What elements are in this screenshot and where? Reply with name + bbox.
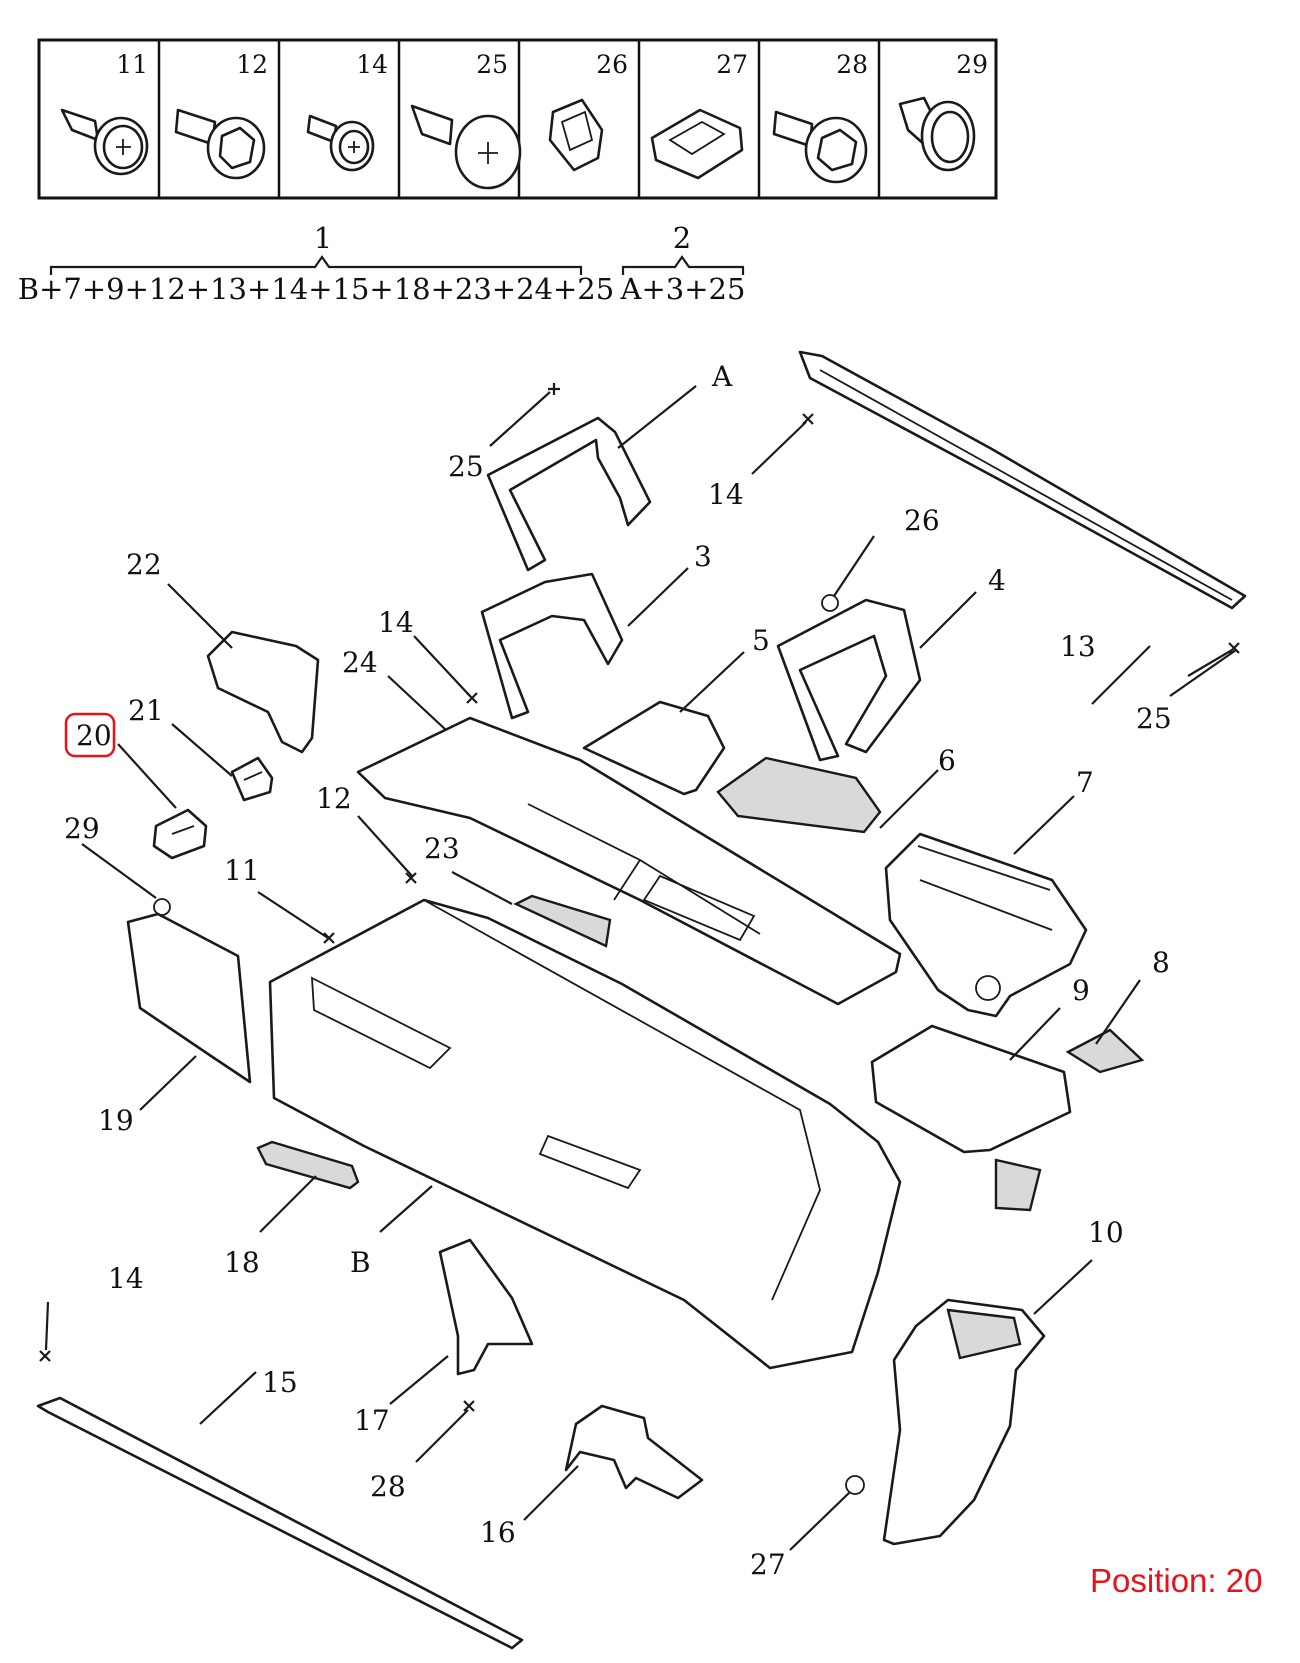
cell-number-25: 25 bbox=[476, 50, 508, 79]
callout-22: 22 bbox=[126, 548, 162, 581]
callout-6: 6 bbox=[938, 744, 956, 777]
callout-23: 23 bbox=[424, 832, 460, 865]
position-label: Position: 20 bbox=[1090, 1562, 1262, 1599]
callout-14: 14 bbox=[378, 606, 414, 639]
callout-12: 12 bbox=[316, 782, 352, 815]
kit-2: 2 A+3+25 bbox=[620, 221, 746, 306]
part-16-mount bbox=[564, 1404, 704, 1500]
callout-29: 29 bbox=[64, 812, 100, 845]
callout-9: 9 bbox=[1072, 974, 1090, 1007]
part-24-console-trim bbox=[356, 716, 902, 1006]
callout-5: 5 bbox=[752, 624, 770, 657]
cell-number-12: 12 bbox=[236, 50, 268, 79]
spring-clip-icon bbox=[650, 108, 744, 180]
part-18-insert bbox=[256, 1140, 360, 1190]
callout-25: 25 bbox=[448, 450, 484, 483]
leader-lines bbox=[44, 385, 1237, 1551]
part-21-switch bbox=[230, 756, 274, 802]
screw-icon bbox=[60, 108, 149, 176]
part-7-cupholder bbox=[884, 832, 1088, 1018]
part-10-rear-panel bbox=[882, 1298, 1046, 1546]
part-17-bracket bbox=[438, 1238, 534, 1376]
part-20-switch bbox=[152, 808, 208, 860]
part-5-lid bbox=[582, 700, 726, 796]
cell-number-26: 26 bbox=[596, 50, 628, 79]
callout-20: 20 bbox=[76, 719, 112, 752]
cell-number-27: 27 bbox=[716, 50, 748, 79]
kit-1: 1 B+7+9+12+13+14+15+18+23+24+25 bbox=[18, 221, 614, 306]
push-rivet-icon bbox=[898, 96, 976, 172]
fastener-table: 11 12 14 25 26 27 28 29 bbox=[37, 38, 998, 200]
small-screw-icon bbox=[306, 114, 375, 172]
part-4-cover bbox=[776, 598, 922, 762]
tapping-screw-icon bbox=[410, 104, 522, 190]
callout-19: 19 bbox=[98, 1104, 134, 1137]
cell-number-29: 29 bbox=[956, 50, 988, 79]
callout-7: 7 bbox=[1076, 766, 1094, 799]
callout-25: 25 bbox=[1136, 702, 1172, 735]
part-A-frame bbox=[486, 416, 652, 572]
callout-24: 24 bbox=[342, 646, 378, 679]
flange-bolt-icon bbox=[772, 110, 868, 184]
cell-number-14: 14 bbox=[356, 50, 388, 79]
callout-4: 4 bbox=[988, 564, 1006, 597]
cell-number-11: 11 bbox=[116, 50, 148, 79]
part-13-trim bbox=[798, 350, 1247, 610]
callout-B: B bbox=[350, 1246, 371, 1279]
kit-contents: B+7+9+12+13+14+15+18+23+24+25 bbox=[18, 272, 614, 306]
highlight-box bbox=[64, 712, 116, 758]
part-19-panel bbox=[126, 912, 252, 1084]
part-8-pad bbox=[1065, 1028, 1145, 1074]
kit-number: 1 bbox=[314, 221, 332, 255]
part-22-bracket bbox=[206, 630, 320, 754]
kit-contents: A+3+25 bbox=[620, 272, 746, 306]
clip-nut-icon bbox=[548, 98, 604, 172]
callout-11: 11 bbox=[224, 854, 260, 887]
cell-number-28: 28 bbox=[836, 50, 868, 79]
callout-28: 28 bbox=[370, 1470, 406, 1503]
callout-17: 17 bbox=[354, 1404, 390, 1437]
part-6-mat bbox=[716, 756, 882, 834]
part-15-sill bbox=[36, 1396, 524, 1650]
callout-15: 15 bbox=[262, 1366, 298, 1399]
callouts: A 25 14 26 3 4 22 5 14 24 13 25 21 20 6 … bbox=[64, 360, 1172, 1581]
callout-16: 16 bbox=[480, 1516, 516, 1549]
callout-A: A bbox=[711, 360, 733, 393]
callout-10: 10 bbox=[1088, 1216, 1124, 1249]
hex-bolt-icon bbox=[174, 108, 266, 180]
kit-number: 2 bbox=[673, 221, 691, 255]
callout-3: 3 bbox=[694, 540, 712, 573]
callout-8: 8 bbox=[1152, 946, 1170, 979]
callout-27: 27 bbox=[750, 1548, 786, 1581]
part-23-mat bbox=[513, 894, 612, 948]
callout-18: 18 bbox=[224, 1246, 260, 1279]
callout-13: 13 bbox=[1060, 630, 1096, 663]
callout-14: 14 bbox=[108, 1262, 144, 1295]
part-9-armrest bbox=[870, 1024, 1072, 1154]
callout-21: 21 bbox=[128, 694, 164, 727]
part-3-bracket bbox=[480, 572, 624, 720]
callout-14: 14 bbox=[708, 478, 744, 511]
part-B-console bbox=[268, 898, 902, 1370]
callout-26: 26 bbox=[904, 504, 940, 537]
fastener-markers bbox=[39, 383, 1240, 1495]
